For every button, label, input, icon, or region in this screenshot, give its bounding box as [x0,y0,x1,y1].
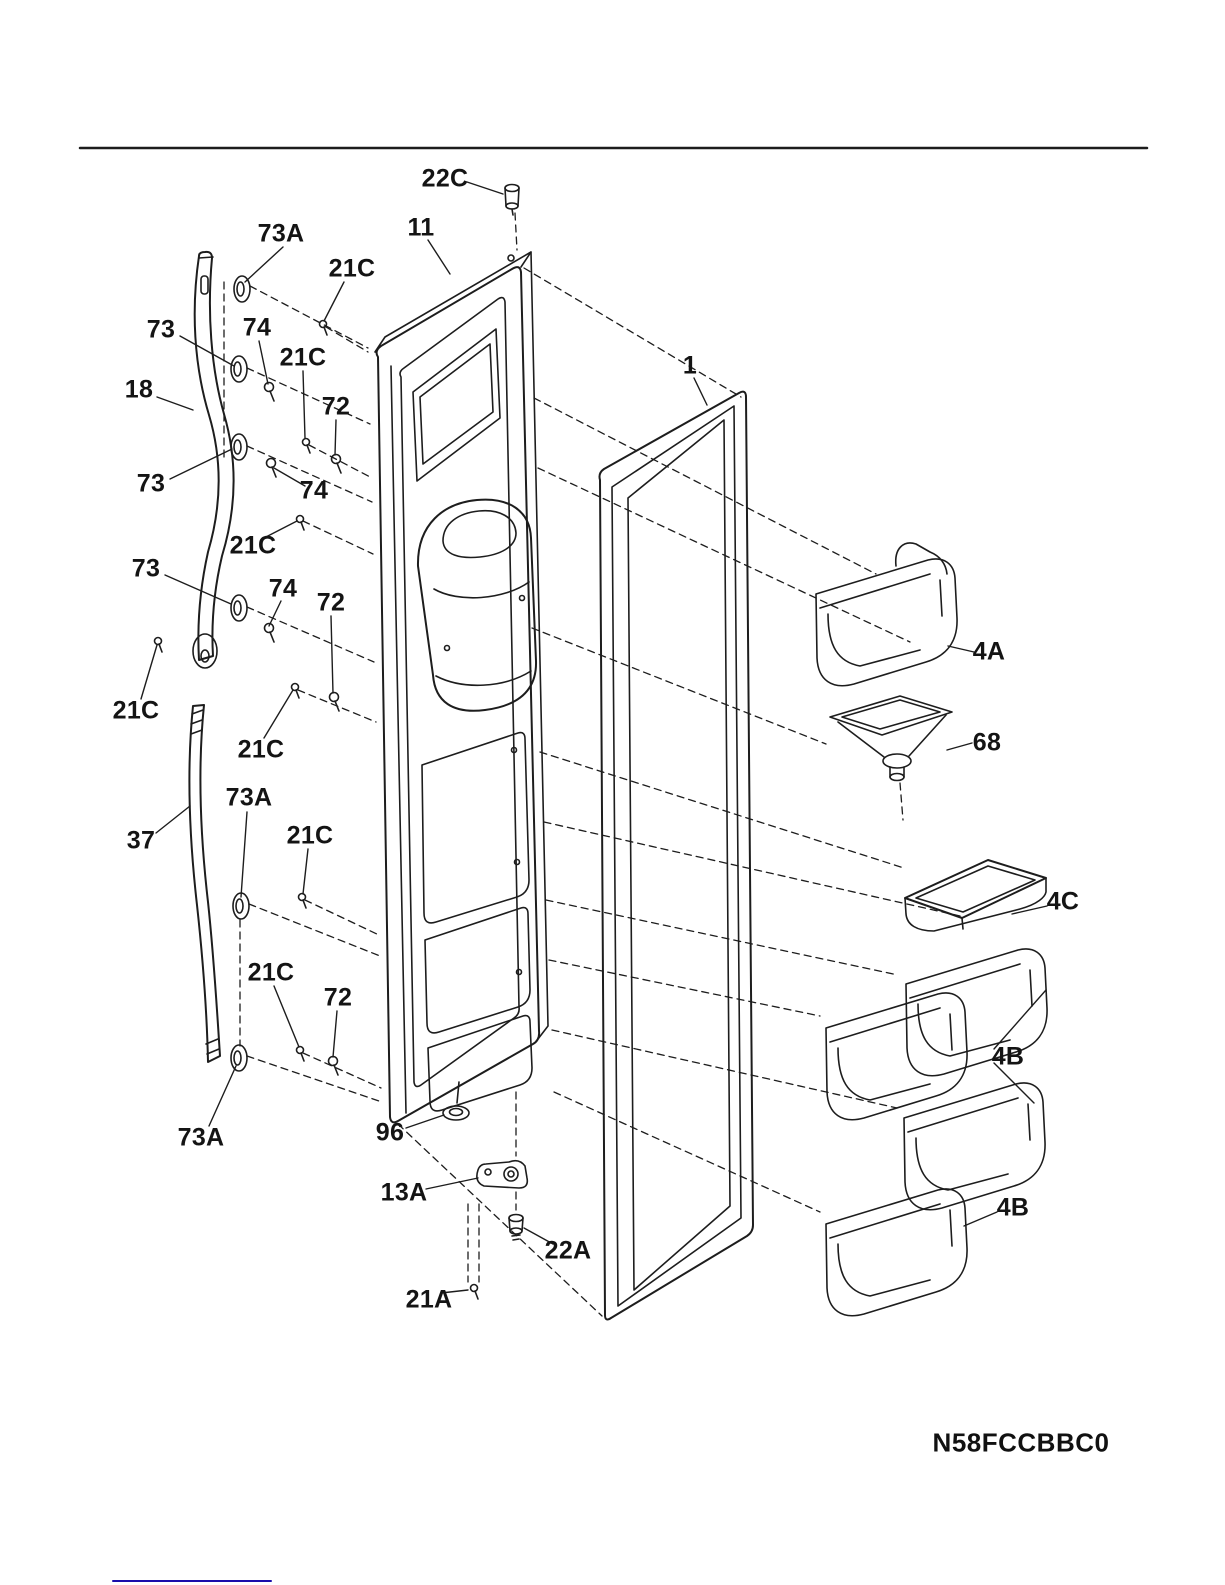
part-label-21A: 21A [405,1285,453,1314]
door-bins-4b [825,948,1048,1317]
part-label-72-2: 72 [316,588,346,617]
hinge-bolt-22a [508,1213,524,1241]
handle-clips [230,275,251,1072]
part-label-73A-mid: 73A [225,783,273,812]
freezer-door [374,251,549,1124]
part-label-21C-1: 21C [328,254,376,283]
part-label-96: 96 [375,1118,405,1147]
part-label-22A: 22A [544,1236,592,1265]
part-label-21C-6: 21C [286,821,334,850]
part-label-74-1: 74 [242,313,272,342]
part-label-21C-2: 21C [279,343,327,372]
part-label-73-1: 73 [146,315,176,344]
door-tray-4c [904,859,1047,932]
funnel-68 [829,695,953,782]
door-bin-4a [815,542,958,687]
part-label-21C-5: 21C [237,735,285,764]
part-label-74-3: 74 [268,574,298,603]
part-label-68: 68 [972,728,1002,757]
top-hinge-pin [504,183,520,216]
part-label-73A-top: 73A [257,219,305,248]
door-gasket [598,390,754,1321]
part-label-1: 1 [682,351,698,380]
part-label-21C-4: 21C [112,696,160,725]
part-label-72-1: 72 [321,392,351,421]
part-label-13A: 13A [380,1178,428,1207]
part-label-73-3: 73 [131,554,161,583]
part-label-4C: 4C [1046,887,1080,916]
part-label-11: 11 [407,213,435,242]
hinge-bracket-13a [476,1159,529,1189]
part-label-4B-bottom: 4B [996,1193,1030,1222]
screws-72 [327,453,342,1076]
part-label-22C-top: 22C [421,164,469,193]
leader-lines [140,181,1048,1294]
part-label-73-2: 73 [136,469,166,498]
part-label-21C-3: 21C [229,531,277,560]
part-label-18: 18 [124,375,154,404]
part-label-21C-7: 21C [247,958,295,987]
part-label-73A-bottom: 73A [177,1123,225,1152]
projection-lines [223,212,961,1317]
door-handle-lower [188,704,221,1063]
part-label-4A: 4A [972,637,1006,666]
part-label-74-2: 74 [299,476,329,505]
part-label-4B-group: 4B [991,1042,1025,1071]
bottom-plug-96 [442,1081,470,1121]
door-handle-upper [192,250,235,669]
part-label-37: 37 [126,826,156,855]
part-label-72-3: 72 [323,983,353,1012]
model-part-number: N58FCCBBC0 [932,1427,1110,1458]
